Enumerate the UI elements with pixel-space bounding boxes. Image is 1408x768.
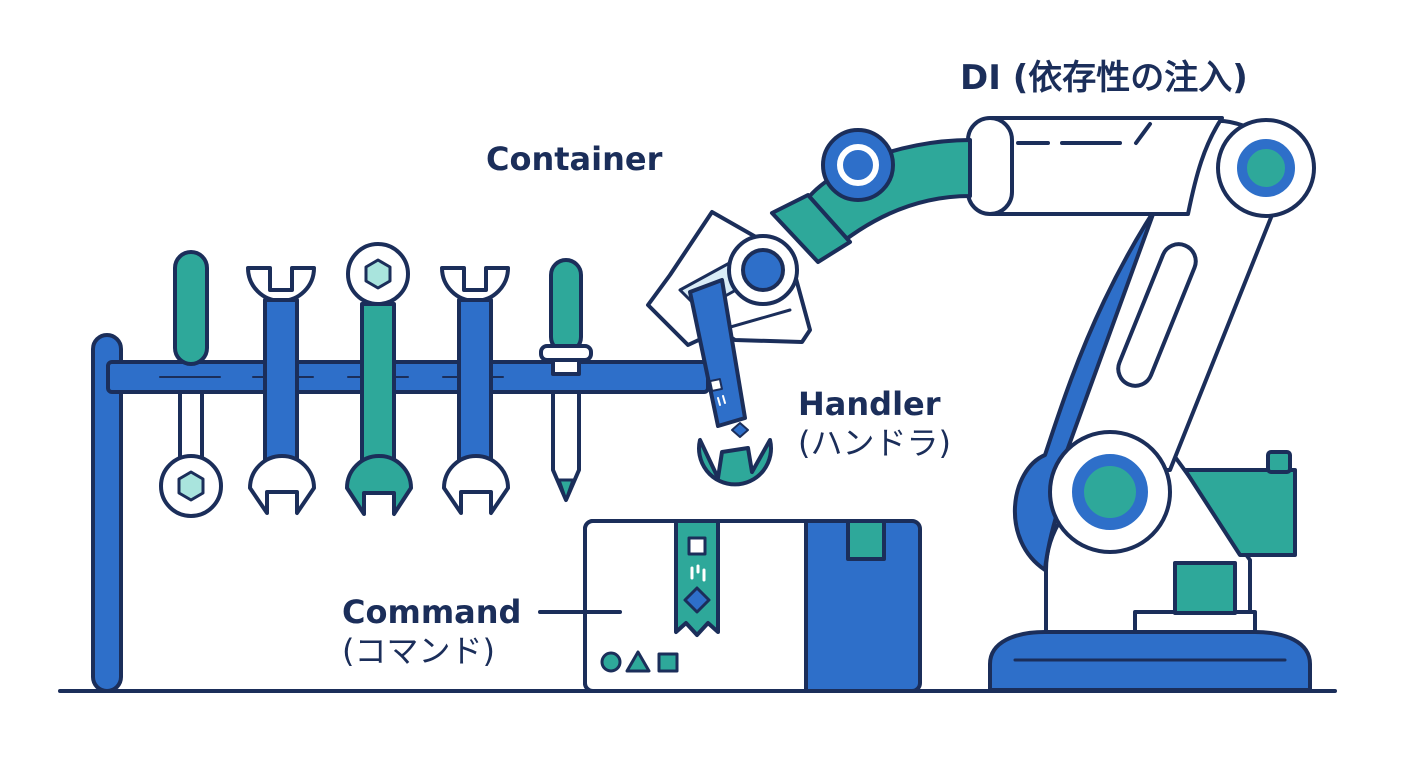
- shape-symbols-icon: [600, 650, 679, 673]
- handler-wrench-icon: [688, 278, 773, 487]
- robot-arm-icon: [646, 116, 1316, 692]
- command-label-sub: (コマンド): [342, 632, 495, 671]
- screwdriver-icon: [539, 258, 593, 502]
- wrench-icon: [440, 266, 510, 515]
- package-box-icon: [538, 519, 922, 693]
- socket-wrench-icon: [345, 242, 413, 516]
- di-label: DI (依存性の注入): [960, 58, 1248, 98]
- handler-label-sub: (ハンドラ): [798, 424, 951, 463]
- command-label-text: Command: [342, 593, 522, 631]
- container-label: Container: [486, 140, 663, 178]
- wrench-icon: [246, 266, 316, 515]
- handler-label-text: Handler: [798, 385, 941, 423]
- screwdriver-icon: [159, 250, 223, 518]
- command-label: Command (コマンド): [342, 593, 521, 671]
- handler-label: Handler (ハンドラ): [798, 385, 951, 463]
